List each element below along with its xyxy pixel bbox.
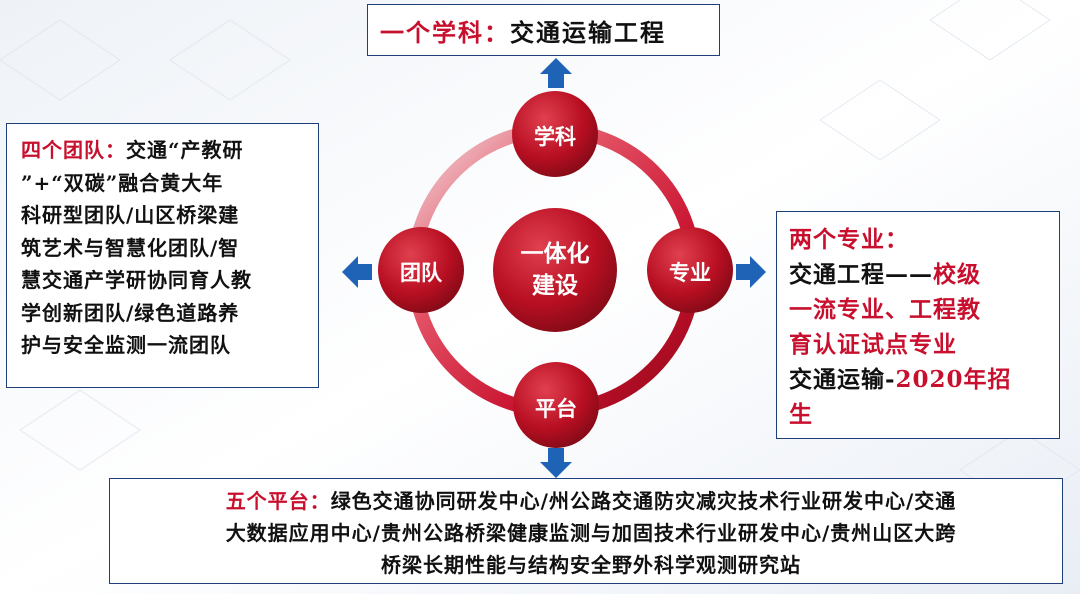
teams-line-4: 慧交通产学研协同育人教: [21, 268, 252, 292]
platforms-line-1: 绿色交通协同研发中心/州公路交通防灾减灾技术行业研发中心/交通: [330, 489, 957, 513]
center-node-label: 一体化 建设: [505, 238, 605, 302]
center-label-line2: 建设: [532, 273, 578, 299]
majors-line5: 生: [789, 401, 813, 428]
majors-box: 两个专业： 交通工程——校级 一流专业、工程教 育认证试点专业 交通运输-202…: [776, 211, 1060, 439]
majors-heading: 两个专业：: [789, 226, 909, 253]
arrow-down-icon: [540, 448, 572, 478]
majors-line4-black: 交通运输-: [789, 366, 896, 393]
teams-line-1: ”+“双碳”融合黄大年: [21, 170, 224, 195]
teams-box: 四个团队：交通“产教研 ”+“双碳”融合黄大年 科研型团队/山区桥梁建 筑艺术与…: [6, 123, 319, 388]
discipline-text: 交通运输工程: [510, 18, 666, 47]
teams-line-3: 筑艺术与智慧化团队/智: [21, 235, 240, 260]
teams-line-5: 学创新团队/绿色道路养: [21, 300, 240, 325]
teams-line-0: 交通“产教研: [126, 138, 244, 162]
platforms-line-2: 大数据应用中心/贵州公路桥梁健康监测与加固技术行业研发中心/贵州山区大跨: [225, 521, 957, 545]
center-node: [493, 208, 617, 332]
majors-line4-red: 2020年招: [895, 366, 1012, 393]
left-node-label: 团队: [400, 261, 442, 285]
discipline-heading: 一个学科：: [380, 18, 510, 47]
majors-line3: 育认证试点专业: [789, 331, 957, 358]
right-node: [647, 227, 733, 313]
discipline-box: 一个学科：交通运输工程: [367, 4, 720, 56]
arrow-up-icon: [540, 58, 572, 88]
majors-line1-black: 交通工程——: [789, 261, 933, 288]
teams-line-6: 护与安全监测一流团队: [21, 333, 231, 357]
platforms-heading: 五个平台：: [225, 489, 331, 513]
bottom-node: [513, 362, 599, 448]
teams-line-2: 科研型团队/山区桥梁建: [21, 203, 240, 227]
platforms-box: 五个平台：绿色交通协同研发中心/州公路交通防灾减灾技术行业研发中心/交通 大数据…: [109, 478, 1063, 584]
center-label-line1: 一体化: [520, 241, 590, 267]
top-node-label: 学科: [534, 125, 576, 149]
majors-line2: 一流专业、工程教: [789, 296, 981, 323]
platforms-line-3: 桥梁长期性能与结构安全野外科学观测研究站: [381, 553, 801, 577]
majors-line1-red: 校级: [933, 261, 981, 288]
top-node: [512, 91, 598, 177]
arrow-left-icon: [342, 256, 372, 288]
right-node-label: 专业: [669, 261, 711, 285]
left-node: [378, 227, 464, 313]
bottom-node-label: 平台: [535, 397, 577, 421]
arrow-right-icon: [736, 256, 766, 288]
teams-heading: 四个团队：: [21, 138, 126, 162]
